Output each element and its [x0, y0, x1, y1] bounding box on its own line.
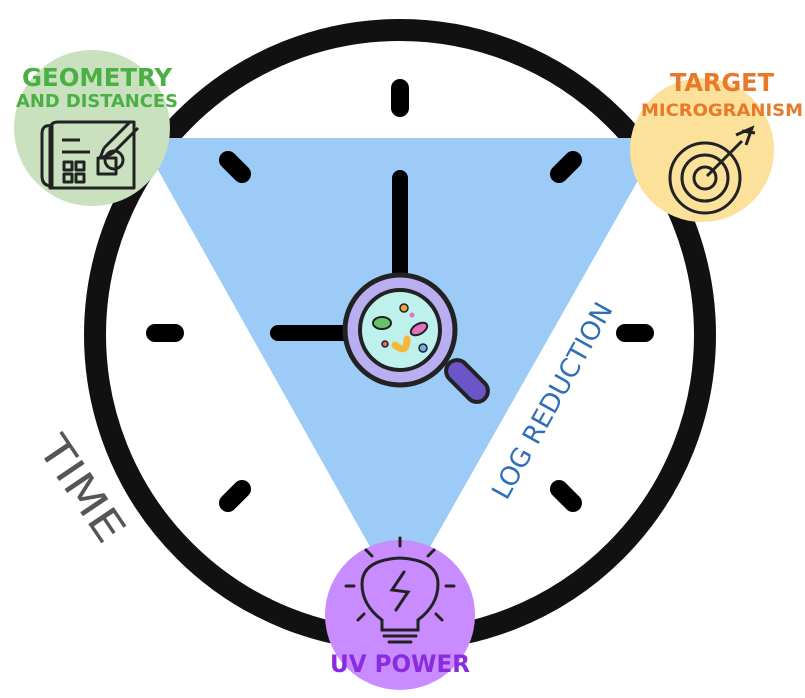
hour-mark-1030 [228, 160, 242, 174]
hour-mark-130 [559, 160, 573, 174]
target-node: TARGET MICROGRANISM [630, 68, 803, 222]
hour-mark-730 [228, 489, 242, 503]
target-title: TARGET [670, 68, 775, 97]
geometry-title: GEOMETRY [22, 63, 173, 92]
uv-title: UV POWER [330, 650, 470, 678]
target-subtitle: MICROGRANISM [641, 101, 803, 121]
geometry-subtitle: AND DISTANCES [16, 91, 178, 112]
hour-mark-430 [559, 489, 573, 503]
